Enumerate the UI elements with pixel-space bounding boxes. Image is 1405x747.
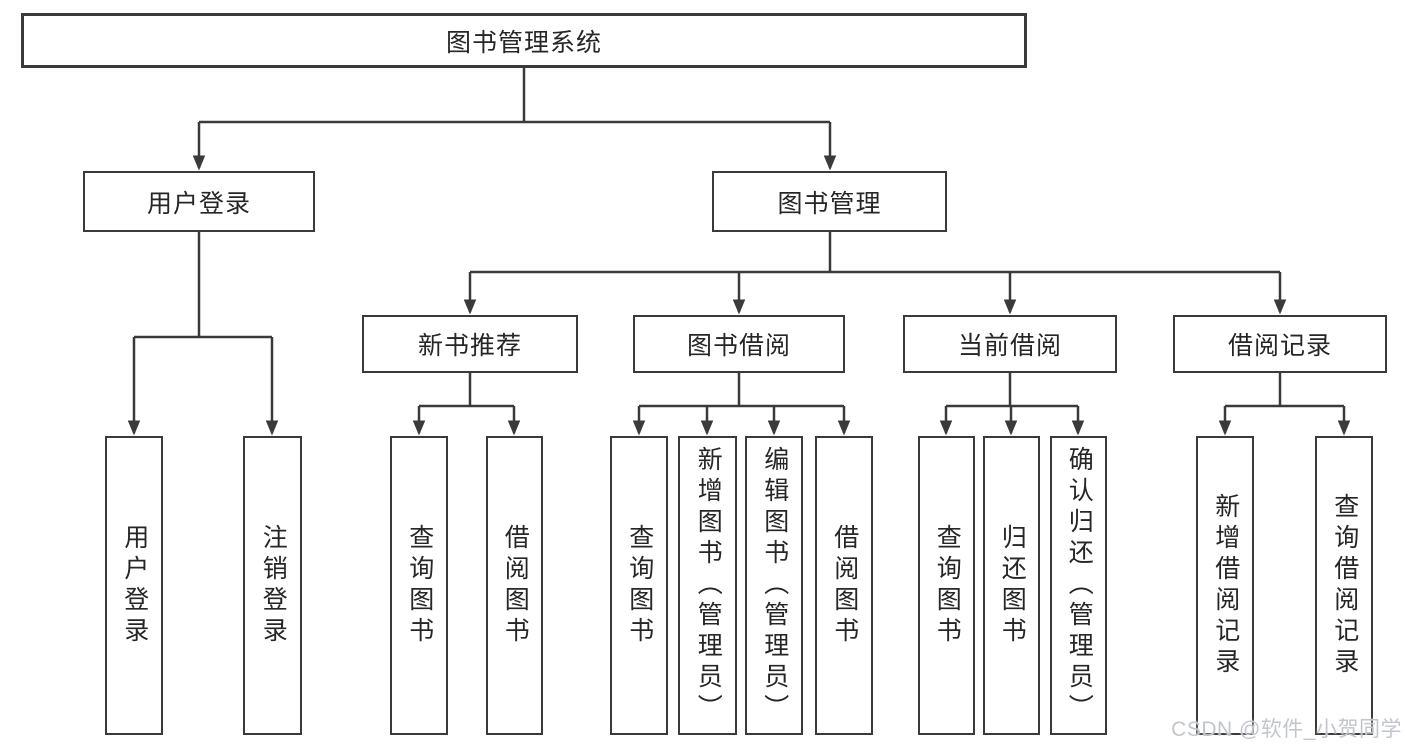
- leaf-newbook-borrow-label: 借阅图书: [501, 523, 530, 648]
- leaf-borrowing-search-label: 查询图书: [625, 523, 654, 648]
- leaf-borrowing-edit-book-label: 编辑图书（管理员）: [760, 446, 789, 725]
- node-library-system: 图书管理系统: [21, 13, 1027, 68]
- node-book-borrowing-label: 图书借阅: [686, 332, 791, 360]
- leaf-current-confirm-return-label: 确认归还（管理员）: [1065, 446, 1094, 725]
- leaf-borrowing-add-book: 新增图书（管理员）: [678, 436, 737, 735]
- leaf-records-search-label: 查询借阅记录: [1330, 492, 1359, 679]
- arrow-drops: [127, 122, 1351, 436]
- node-user-login: 用户登录: [83, 171, 315, 232]
- leaf-user-login: 用户登录: [105, 436, 163, 735]
- leaf-logout: 注销登录: [243, 436, 302, 735]
- node-borrowing-records: 借阅记录: [1173, 315, 1387, 373]
- leaf-newbook-search: 查询图书: [390, 436, 448, 735]
- leaf-borrowing-borrow-book-label: 借阅图书: [830, 523, 859, 648]
- leaf-borrowing-borrow-book: 借阅图书: [815, 436, 873, 735]
- leaf-records-search: 查询借阅记录: [1315, 436, 1373, 735]
- leaf-current-search: 查询图书: [918, 436, 975, 735]
- leaf-newbook-search-label: 查询图书: [405, 523, 434, 648]
- node-book-management: 图书管理: [712, 171, 947, 232]
- leaf-borrowing-edit-book: 编辑图书（管理员）: [745, 436, 803, 735]
- node-current-borrowing: 当前借阅: [903, 315, 1117, 373]
- node-current-borrowing-label: 当前借阅: [957, 332, 1062, 360]
- node-borrowing-records-label: 借阅记录: [1227, 332, 1332, 360]
- node-book-management-label: 图书管理: [777, 189, 882, 218]
- leaf-current-search-label: 查询图书: [933, 523, 962, 648]
- node-library-system-label: 图书管理系统: [445, 28, 602, 57]
- tree-branch-lines: [134, 68, 1344, 408]
- csdn-watermark: CSDN @软件_小贺同学: [1171, 718, 1402, 741]
- leaf-records-add-label: 新增借阅记录: [1211, 492, 1240, 679]
- leaf-borrowing-search: 查询图书: [610, 436, 668, 735]
- node-new-book-recommend: 新书推荐: [362, 315, 578, 373]
- node-user-login-label: 用户登录: [146, 189, 251, 218]
- node-new-book-recommend-label: 新书推荐: [417, 332, 522, 360]
- leaf-records-add: 新增借阅记录: [1196, 436, 1254, 735]
- leaf-borrowing-add-book-label: 新增图书（管理员）: [694, 446, 723, 725]
- leaf-newbook-borrow: 借阅图书: [486, 436, 543, 735]
- leaf-current-return: 归还图书: [983, 436, 1040, 735]
- leaf-user-login-label: 用户登录: [120, 523, 149, 648]
- leaf-logout-label: 注销登录: [259, 523, 288, 648]
- leaf-current-return-label: 归还图书: [998, 523, 1027, 648]
- leaf-current-confirm-return: 确认归还（管理员）: [1050, 436, 1107, 735]
- node-book-borrowing: 图书借阅: [633, 315, 845, 373]
